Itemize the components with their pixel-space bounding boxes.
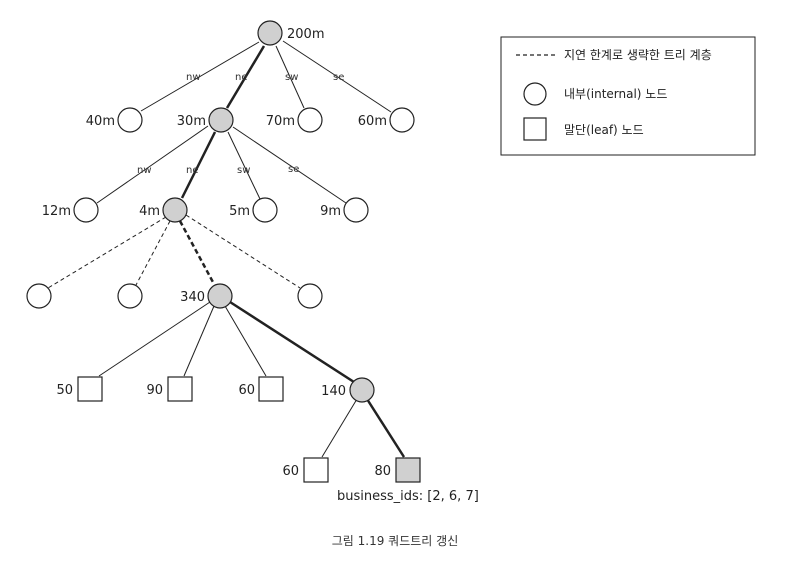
root-node <box>257 20 283 46</box>
edge-30m-sw <box>227 131 261 200</box>
edge-root-nw <box>140 41 260 112</box>
edge-root-ne <box>225 45 266 109</box>
leaf-90 <box>167 376 193 402</box>
edge-30m-ne <box>180 131 217 199</box>
label-80: 80 <box>374 464 391 479</box>
node-60m <box>389 107 415 133</box>
node-9m <box>343 197 369 223</box>
label-70m: 70m <box>266 114 295 129</box>
edge-labels: nw ne sw se nw ne sw se <box>137 72 344 176</box>
figure-caption: 그림 1.19 쿼드트리 갱신 <box>332 534 458 548</box>
lazy-node-2 <box>117 283 143 309</box>
leaf-80 <box>395 457 421 483</box>
node-340 <box>207 283 233 309</box>
node-30m <box>208 107 234 133</box>
legend-internal-label: 내부(internal) 노드 <box>564 87 667 101</box>
label-60m: 60m <box>358 114 387 129</box>
legend-circle-icon <box>523 82 547 106</box>
edge-label-30m-se: se <box>288 164 299 175</box>
business-ids: business_ids: [2, 6, 7] <box>337 489 479 504</box>
label-30m: 30m <box>177 114 206 129</box>
edge-root-se <box>282 40 392 113</box>
edge-label-30m-sw: sw <box>237 165 250 176</box>
edge-30m-se <box>232 126 347 204</box>
label-140: 140 <box>321 384 346 399</box>
edge-4m-340 <box>178 220 216 285</box>
node-40m <box>117 107 143 133</box>
legend-leaf-label: 말단(leaf) 노드 <box>564 123 644 137</box>
edge-label-root-ne: ne <box>235 72 248 83</box>
edge-4m-lazy-4 <box>185 214 301 289</box>
lazy-node-4 <box>297 283 323 309</box>
edge-30m-nw <box>96 125 209 204</box>
edge-label-30m-ne: ne <box>186 165 199 176</box>
label-340: 340 <box>180 290 205 305</box>
edge-340-leaf60 <box>224 305 267 377</box>
leaf-60 <box>258 376 284 402</box>
label-40m: 40m <box>86 114 115 129</box>
node-labels: 200m 40m 30m 70m 60m 12m 4m 5m 9m 340 50… <box>42 27 479 504</box>
tree-nodes <box>26 20 421 483</box>
edge-140-leaf80 <box>365 398 406 458</box>
node-70m <box>297 107 323 133</box>
label-4m: 4m <box>139 204 160 219</box>
node-4m <box>162 197 188 223</box>
label-5m: 5m <box>229 204 250 219</box>
edge-4m-lazy-1 <box>47 216 167 289</box>
label-root: 200m <box>287 27 324 42</box>
edge-4m-lazy-2 <box>135 220 171 286</box>
edge-label-root-se: se <box>333 72 344 83</box>
label-12m: 12m <box>42 204 71 219</box>
tree-edges <box>47 40 406 458</box>
edge-label-root-sw: sw <box>285 72 298 83</box>
lazy-node-1 <box>26 283 52 309</box>
edge-340-140 <box>229 300 355 384</box>
label-9m: 9m <box>320 204 341 219</box>
edge-340-leaf50 <box>98 301 211 377</box>
edge-label-30m-nw: nw <box>137 165 152 176</box>
leaf-60-b <box>303 457 329 483</box>
leaf-50 <box>77 376 103 402</box>
legend: 지연 한계로 생략한 트리 계층 내부(internal) 노드 말단(leaf… <box>500 36 756 156</box>
label-60-b: 60 <box>282 464 299 479</box>
label-60: 60 <box>238 383 255 398</box>
legend-square-icon <box>523 117 547 141</box>
label-50: 50 <box>56 383 73 398</box>
node-140 <box>349 377 375 403</box>
edge-140-leaf60 <box>321 398 358 458</box>
node-5m <box>252 197 278 223</box>
edge-340-leaf90 <box>183 305 215 377</box>
edge-label-root-nw: nw <box>186 72 201 83</box>
node-12m <box>73 197 99 223</box>
legend-lazy-label: 지연 한계로 생략한 트리 계층 <box>564 48 712 62</box>
edge-root-sw <box>275 45 305 109</box>
label-90: 90 <box>146 383 163 398</box>
